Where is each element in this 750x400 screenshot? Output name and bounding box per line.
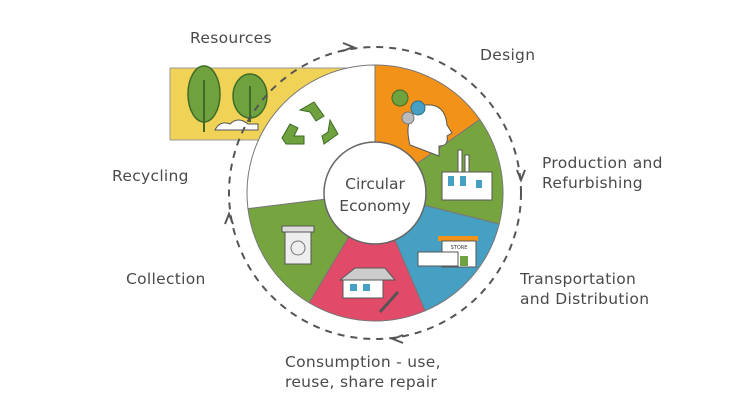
arrow-left-icon bbox=[390, 334, 404, 344]
label-design: Design bbox=[480, 46, 536, 64]
label-production: Production and Refurbishing bbox=[542, 153, 663, 193]
arrow-right-icon bbox=[342, 42, 356, 52]
cycle-dashed-ring bbox=[228, 46, 522, 340]
head-gears-icon bbox=[391, 89, 453, 157]
store-truck-icon: STORE bbox=[417, 236, 478, 268]
label-consumption-line1: Consumption - use, bbox=[285, 353, 441, 371]
label-production-line2: Refurbishing bbox=[542, 174, 643, 192]
label-production-line1: Production and bbox=[542, 154, 663, 172]
arrow-up-icon bbox=[224, 211, 234, 225]
label-consumption-line2: reuse, share repair bbox=[285, 373, 438, 391]
label-resources: Resources bbox=[190, 29, 272, 47]
label-consumption: Consumption - use, reuse, share repair bbox=[285, 352, 441, 392]
house-wrench-icon bbox=[338, 267, 400, 314]
label-collection: Collection bbox=[126, 270, 206, 288]
center-label-line2: Economy bbox=[339, 197, 410, 215]
center-label-line1: Circular bbox=[345, 175, 405, 193]
arrow-down-icon bbox=[516, 169, 526, 183]
store-sign: STORE bbox=[451, 245, 468, 251]
factory-icon bbox=[441, 149, 493, 201]
center-circle bbox=[323, 141, 427, 245]
recycle-icon bbox=[281, 101, 339, 145]
label-transportation: Transportation and Distribution bbox=[520, 269, 649, 309]
label-recycling: Recycling bbox=[112, 167, 189, 185]
label-transportation-line1: Transportation bbox=[520, 270, 637, 288]
trash-bin-icon bbox=[281, 225, 315, 265]
label-transportation-line2: and Distribution bbox=[520, 290, 650, 308]
